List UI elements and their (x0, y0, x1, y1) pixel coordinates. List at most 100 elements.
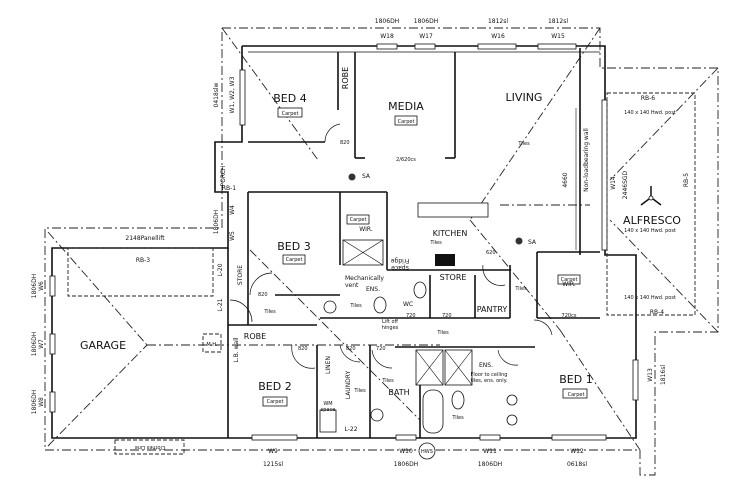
window-id: W8 (38, 397, 45, 407)
room-label-bed1: BED 1 (559, 373, 592, 386)
room-label-bed2: BED 2 (258, 380, 291, 393)
room-label-laundry: LAUNDRY (345, 370, 352, 399)
finish-carpet: Carpet (561, 277, 578, 283)
finish-tiles: Tiles (353, 388, 366, 394)
door-width: 820 (298, 346, 308, 352)
finish-carpet: Carpet (350, 217, 367, 223)
room-label-ens-bed3: ENS. (366, 286, 380, 293)
window-id: W7 (38, 339, 45, 349)
window-w13: W13 (647, 368, 654, 382)
beam-rb4: RB-4 (650, 309, 664, 316)
room-label-bath: BATH (388, 388, 409, 397)
lift-off-hinges: Lift off (382, 319, 398, 325)
floor-tiles-note: Floor to ceiling (471, 372, 508, 378)
beam-rb1: RB-1 (222, 185, 236, 192)
window-size: 0618sl (567, 461, 587, 468)
non-loadbearing-wall-label: Non-loadbearing wall (583, 128, 590, 192)
window-w1-w3-size: 0418slw (213, 82, 220, 107)
washing-machine (319, 409, 337, 433)
lintel-l20: L-20 (217, 263, 224, 276)
finish-tiles: Tiles (451, 415, 464, 421)
room-label-living: LIVING (506, 91, 543, 104)
mech-vent-label-2: vent (345, 282, 359, 289)
room-label-alfresco: ALFRESCO (623, 214, 681, 227)
garage-beam-outline (67, 247, 214, 297)
window-size: 1812sl (488, 18, 508, 25)
wir-door-label: 720cs (562, 313, 577, 319)
window-size: 1806DH (478, 461, 502, 468)
window-w4-w5-size: 1806DH (213, 210, 220, 234)
window-id: W18 (380, 33, 394, 40)
ceiling-fan-icon (640, 186, 662, 206)
wm-space-label: WM (323, 401, 332, 407)
door-width: 720 (442, 313, 452, 319)
window-id: W16 (491, 33, 505, 40)
media-doors-label: 2/620cs (396, 157, 416, 163)
finish-tiles: Tiles (436, 330, 449, 336)
window-w13-size: 1816sl (660, 365, 667, 385)
window-size: 1806DH (394, 461, 418, 468)
room-label-bed3: BED 3 (277, 240, 310, 253)
beam-rb6: RB-6 (641, 95, 655, 102)
window-id: W11 (483, 448, 497, 455)
toilet-wc (413, 281, 427, 299)
room-label-robe-bed4: ROBE (341, 67, 350, 89)
room-label-kitchen: KITCHEN (433, 229, 468, 238)
room-label-robe-bed2: ROBE (244, 332, 266, 341)
finish-carpet: Carpet (267, 399, 284, 405)
manhole (202, 333, 222, 353)
room-label-bed4: BED 4 (273, 92, 306, 105)
beam-rb5: RB-5 (683, 173, 690, 187)
clothes-line-label: Clothes Line (135, 444, 166, 450)
finish-carpet: Carpet (282, 111, 299, 117)
finish-tiles: Tiles (514, 286, 527, 292)
room-label-media: MEDIA (388, 100, 424, 113)
window-w1-w3: W1, W2, W3 (229, 76, 236, 113)
clothes-line (114, 439, 185, 455)
wm-space-label-2: space (321, 407, 336, 413)
door-swings (229, 123, 553, 369)
windows (49, 43, 639, 441)
finish-tags (262, 107, 588, 407)
window-size: 1215sl (263, 461, 283, 468)
window-id: W17 (419, 33, 433, 40)
fridge-space-label-2: space (391, 264, 409, 271)
lintel-l21: L-21 (217, 298, 224, 311)
window-size: 1806DH (31, 274, 38, 298)
door-width: 720 (376, 346, 386, 352)
window-w14: W14 (610, 176, 617, 190)
kitchen-sink (417, 202, 489, 218)
window-id: W10 (399, 448, 413, 455)
dimension-4660: 4660 (562, 172, 569, 187)
post-label: 140 x 140 Hwd. post (624, 228, 676, 234)
window-id: W6 (38, 281, 45, 291)
roof-outline (44, 27, 719, 476)
finish-tiles: Tiles (263, 309, 276, 315)
room-label-wir-bed1: WIR. (562, 281, 576, 288)
garage-door-label: 2148Panellift (125, 235, 165, 242)
toilet-ens (451, 390, 465, 410)
smoke-alarm-label: SA (362, 173, 371, 180)
lift-off-hinges-2: hinges (382, 325, 399, 331)
finish-tiles: Tiles (517, 141, 530, 147)
window-size: 1806DH (414, 18, 438, 25)
finish-tiles: Tiles (429, 240, 442, 246)
window-id: W15 (551, 33, 565, 40)
window-w14-size: 2446SGD (622, 170, 629, 199)
door-width: 720 (406, 313, 416, 319)
lintel-l22: L-22 (344, 426, 357, 433)
window-size: 1806DH (375, 18, 399, 25)
finish-tiles: Tiles (381, 378, 394, 384)
room-label-store-kitchen: STORE (440, 273, 467, 282)
mech-vent-label: Mechanically (345, 275, 384, 282)
room-label-porch: PORCH (220, 166, 227, 187)
window-size: 1806DH (31, 332, 38, 356)
toilet-ens3 (373, 296, 387, 314)
fixtures (319, 202, 518, 460)
finish-tiles: Tiles (349, 303, 362, 309)
finish-carpet: Carpet (286, 257, 303, 263)
smoke-alarm-icon (348, 173, 356, 181)
post-label: 140 x 140 Hwd. post (624, 110, 676, 116)
smoke-alarm-icon (515, 237, 523, 245)
